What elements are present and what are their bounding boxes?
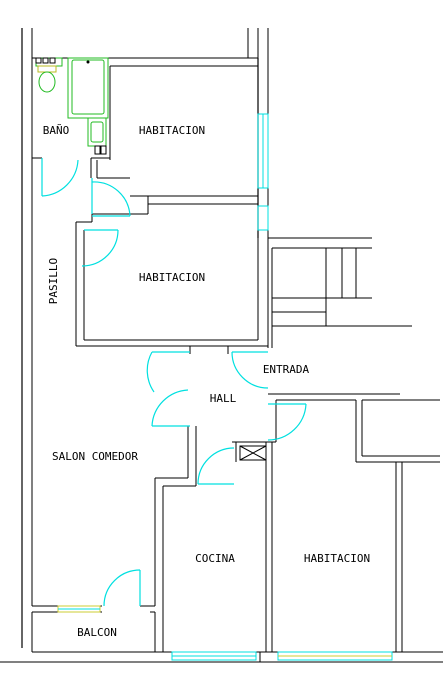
toilet-icon: [35, 57, 63, 93]
ventilation-shaft-icon: [239, 445, 267, 461]
room-labels: BAÑO HABITACION HABITACION PASILLO ENTRA…: [43, 124, 370, 639]
room-label-cocina: COCINA: [195, 552, 235, 565]
room-label-balcon: BALCON: [77, 626, 117, 639]
sink-icon: [87, 117, 107, 155]
room-label-habitacion-3: HABITACION: [304, 552, 370, 565]
room-label-entrada: ENTRADA: [263, 363, 310, 376]
room-label-salon-comedor: SALON COMEDOR: [52, 450, 138, 463]
bathtub-icon: [67, 57, 109, 119]
room-label-pasillo: PASILLO: [47, 258, 60, 304]
room-label-hall: HALL: [210, 392, 237, 405]
room-label-habitacion-1: HABITACION: [139, 124, 205, 137]
doors: [41, 158, 307, 607]
room-label-bano: BAÑO: [43, 124, 70, 137]
bath-fixtures: [35, 57, 109, 155]
room-label-habitacion-2: HABITACION: [139, 271, 205, 284]
windows: [57, 113, 393, 661]
